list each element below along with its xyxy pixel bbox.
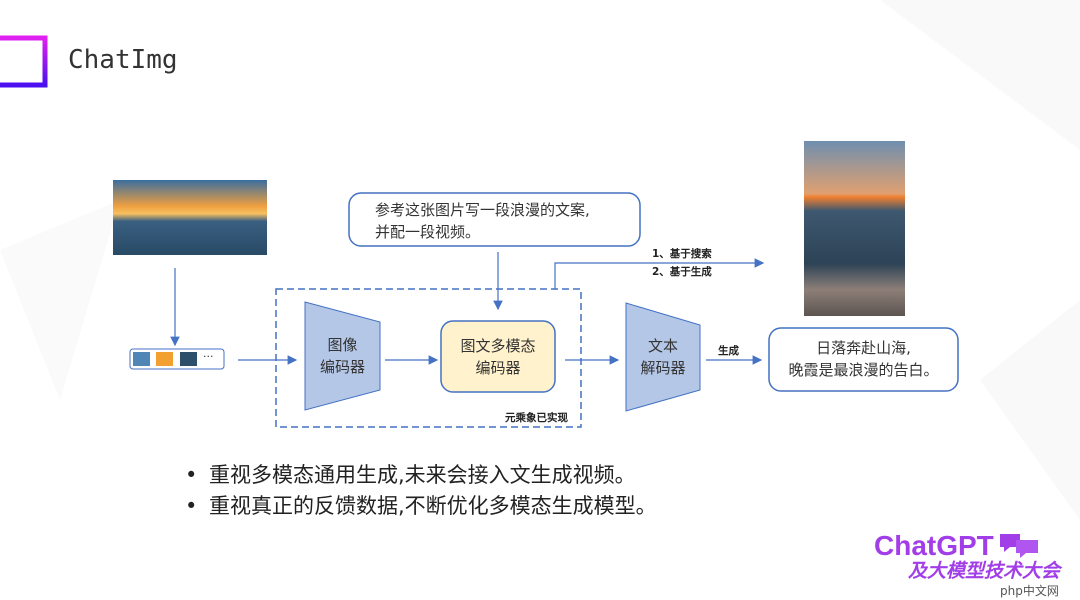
arrows (170, 252, 765, 365)
bullet-text: 重视真正的反馈数据,不断优化多模态生成模型。 (209, 494, 657, 518)
conference-logo-subtitle: 及大模型技术大会 (908, 560, 1061, 582)
prompt-text: 参考这张图片写一段浪漫的文案, 并配一段视频。 (355, 199, 635, 243)
text-decoder (625, 302, 701, 412)
video-method-1: 1、基于搜索 (652, 248, 712, 260)
bullet-text: 重视多模态通用生成,未来会接入文生成视频。 (209, 463, 636, 487)
text-decoder-label: 文本 解码器 (626, 335, 700, 379)
bullet-item: •重视真正的反馈数据,不断优化多模态生成模型。 (185, 494, 657, 518)
watermark: php中文网 (1000, 584, 1059, 598)
prompt-line: 参考这张图片写一段浪漫的文案, (375, 201, 590, 219)
output-line: 日落奔赴山海, (816, 339, 911, 357)
multimodal-encoder (440, 320, 556, 393)
thumbnail-more: ··· (203, 350, 214, 363)
thumbnail-strip (129, 348, 225, 370)
thumbnail (180, 352, 197, 366)
label-line: 图像 (327, 336, 358, 354)
implemented-region (275, 288, 582, 428)
output-box (768, 327, 959, 392)
image-encoder-label: 图像 编码器 (305, 334, 380, 378)
label-line: 编码器 (319, 358, 365, 376)
conference-logo: ChatGPT (874, 530, 994, 561)
prompt-line: 并配一段视频。 (375, 223, 481, 241)
page-title: ChatImg (68, 45, 178, 75)
thumbnail (133, 352, 150, 366)
prompt-box (348, 192, 641, 247)
source-photo (113, 180, 267, 255)
output-text: 日落奔赴山海, 晚霞是最浪漫的告白。 (769, 337, 958, 381)
generated-video-frame (804, 141, 905, 316)
image-encoder (304, 301, 381, 411)
background-pattern (0, 0, 1080, 520)
label-line: 文本 (647, 337, 678, 355)
chat-bubbles-icon (1000, 534, 1038, 558)
generate-label: 生成 (718, 345, 739, 357)
video-method-2: 2、基于生成 (652, 266, 712, 278)
thumbnail (156, 352, 173, 366)
bullet-item: •重视多模态通用生成,未来会接入文生成视频。 (185, 463, 636, 487)
output-line: 晚霞是最浪漫的告白。 (788, 361, 939, 379)
label-line: 解码器 (640, 359, 686, 377)
multimodal-encoder-label: 图文多模态 编码器 (441, 335, 555, 379)
label-line: 编码器 (475, 359, 521, 377)
title-accent-box (0, 35, 48, 88)
implemented-label: 元乘象已实现 (505, 412, 568, 424)
label-line: 图文多模态 (460, 337, 536, 355)
